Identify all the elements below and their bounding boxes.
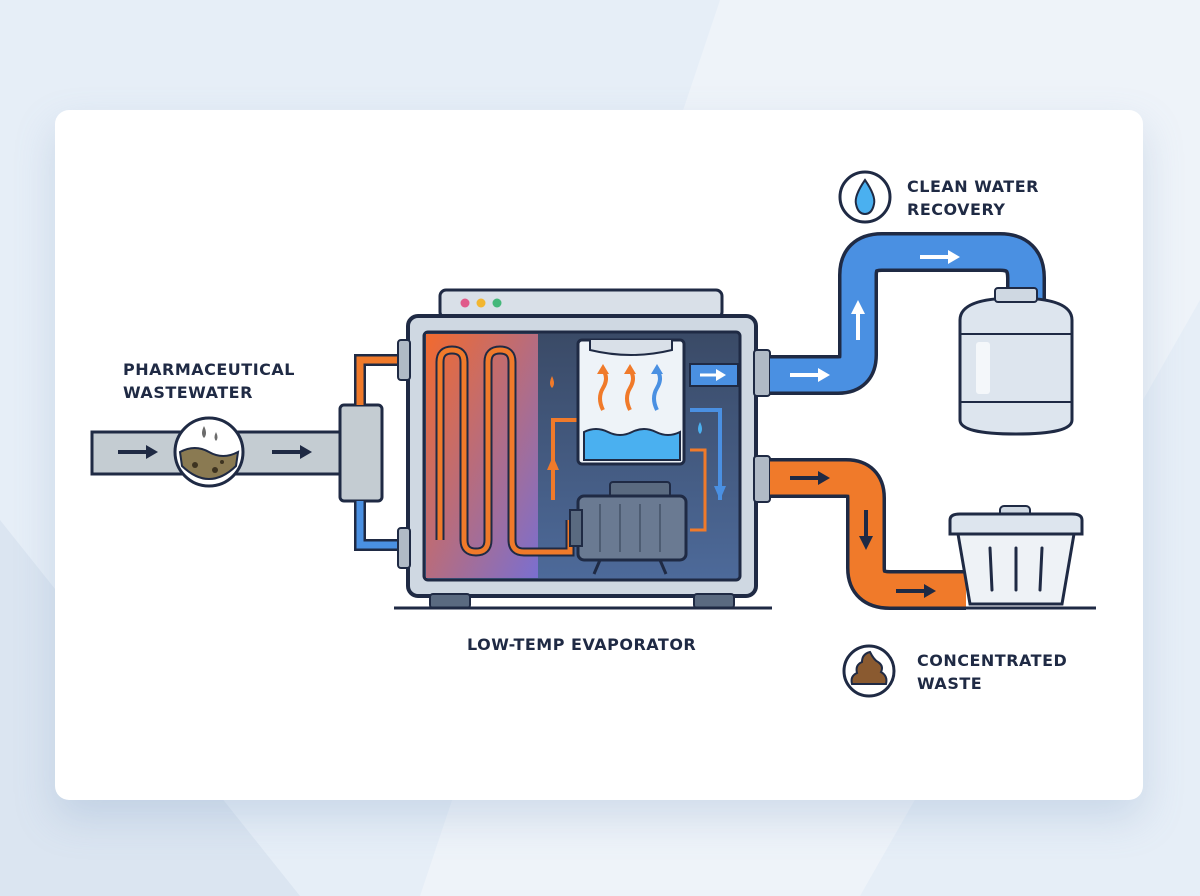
waste-pile-icon: [842, 644, 896, 698]
diagram-card: PHARMACEUTICAL WASTEWATER LOW-TEMP EVAPO…: [55, 110, 1143, 800]
water-tank-icon: [958, 287, 1074, 436]
waste-label: CONCENTRATED WASTE: [917, 651, 1068, 693]
evaporator-unit: [394, 288, 772, 610]
clean-water-label: CLEAN WATER RECOVERY: [907, 177, 1039, 219]
process-diagram: [90, 170, 1096, 698]
input-label: PHARMACEUTICAL WASTEWATER: [123, 360, 295, 402]
waste-bin-icon: [940, 505, 1096, 610]
waste-pipe: [770, 458, 966, 610]
evaporator-label: LOW-TEMP EVAPORATOR: [467, 635, 697, 654]
water-drop-icon: [838, 170, 892, 224]
clean-water-pipe: [770, 232, 1046, 395]
dirty-water-icon: [173, 416, 245, 488]
